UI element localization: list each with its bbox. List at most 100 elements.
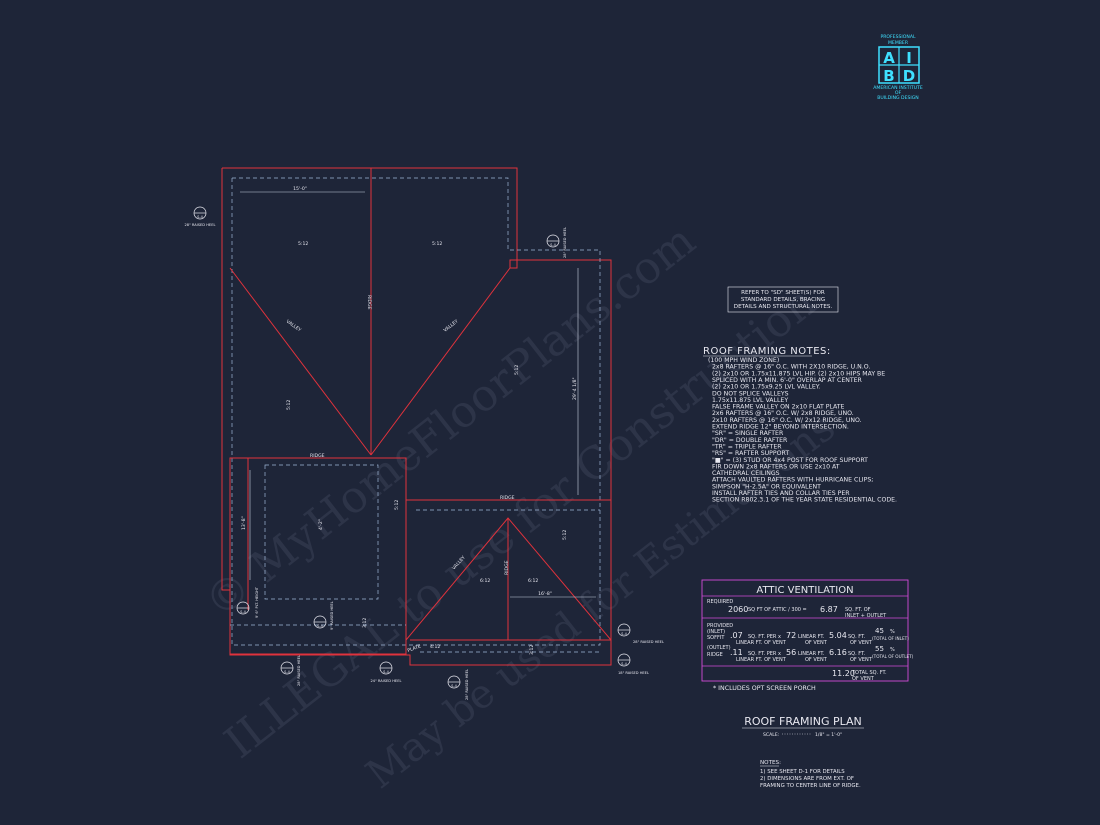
pitch-label-9: 3:12 [362,618,368,628]
framing-note-line: "RS" = RAFTER SUPPORT [712,450,789,457]
bottom-notes-title: NOTES: [760,760,781,766]
attic-ridge-rate: .11 [730,648,743,657]
pitch-label-6: 5:12 [562,530,568,540]
attic-required-label: REQUIRED [707,599,733,605]
badge-letter-b: B [883,67,894,85]
section-marker-7: S-4 28" RAISED HEEL [447,669,469,700]
attic-required-unit: SQ. FT. OF [845,607,871,613]
attic-inlet-label: (INLET) [707,629,725,635]
svg-text:9' 6" PLT. HEIGHT: 9' 6" PLT. HEIGHT [255,586,259,618]
attic-total: 11.20 [832,669,855,678]
valley-left [229,267,372,456]
framing-notes-title: ROOF FRAMING NOTES: [703,346,831,357]
attic-soffit-total-unit2: OF VENT [850,640,873,646]
framing-note-line: FALSE FRAME VALLEY ON 2x10 FLAT PLATE [712,404,845,411]
pitch-label-2: 5:12 [432,241,442,247]
valley-label-right: VALLEY [443,318,460,333]
attic-footnote: * INCLUDES OPT SCREEN PORCH [713,685,816,692]
section-marker-1: S-4 28" RAISED HEEL [185,206,216,227]
svg-text:28" RAISED HEEL: 28" RAISED HEEL [185,223,216,227]
bottom-note-3: FRAMING TO CENTER LINE OF RIDGE. [760,783,861,789]
attic-ridge-pct: 55 [875,645,884,653]
svg-text:S-4: S-4 [621,632,627,636]
framing-note-line: (100 MPH WIND ZONE) [708,357,779,364]
roof-framing-notes: ROOF FRAMING NOTES: (100 MPH WIND ZONE)2… [703,346,897,504]
badge-bottom-1: AMERICAN INSTITUTE [873,85,923,91]
aibd-badge: PROFESSIONAL MEMBER A I B D AMERICAN INS… [873,34,923,101]
framing-notes-list: (100 MPH WIND ZONE)2x8 RAFTERS @ 16" O.C… [708,357,897,504]
dim-plate-label: 4:12 [430,644,440,650]
attic-ridge-total-unit2: OF VENT [850,657,873,663]
attic-ventilation: ATTIC VENTILATION REQUIRED 2060 SQ FT OF… [701,579,914,692]
attic-soffit-total-unit: SQ. FT. [848,634,866,640]
section-marker-9: S-4 18" RAISED HEEL [617,653,649,675]
refer-note-line-1: REFER TO "SD" SHEET(S) FOR [741,290,825,296]
pitch-label-4: 5:12 [286,400,292,410]
svg-text:24" RAISED HEEL: 24" RAISED HEEL [371,679,402,683]
framing-note-line: 2x6 RAFTERS @ 16" O.C. W/ 2x8 RIDGE, UNO… [712,409,854,417]
attic-soffit-unit2: OF VENT [805,640,828,646]
ridge-label-lower: RIDGE [500,495,515,501]
bottom-notes: NOTES: 1) SEE SHEET D-1 FOR DETAILS 2) D… [760,760,861,789]
valley-label-left: VALLEY [285,319,302,334]
framing-note-line: (2) 2x10 OR 1.75x11.875 LVL HIP. (2) 2x1… [712,370,885,377]
pitch-label-1: 5:12 [298,241,308,247]
attic-title: ATTIC VENTILATION [756,585,853,596]
dim-top-label: 15'-0" [293,186,307,192]
attic-soffit-total: 5.04 [829,631,847,640]
section-marker-4: S-4 9" RAISED HEEL [313,601,334,630]
svg-text:28" RAISED HEEL: 28" RAISED HEEL [633,640,664,644]
section-markers: S-4 28" RAISED HEEL S-4 28" RAISED HEEL … [185,206,664,700]
pitch-label-7: 6:12 [480,578,490,584]
badge-letter-d: D [903,67,915,85]
svg-text:S-4: S-4 [621,662,627,666]
attic-required-attic: 2060 [728,605,748,614]
attic-total-unit2: OF VENT [852,676,875,682]
dim-right-label: 29'-4 1/8" [572,377,578,400]
svg-text:S-4: S-4 [383,670,389,674]
roof-plan [221,167,612,666]
badge-letter-a: A [883,49,895,67]
badge-bottom-3: BUILDING DESIGN [877,95,918,101]
attic-soffit-unit: LINEAR FT. [798,634,825,640]
ridge-label-gable: RIDGE [504,560,510,575]
attic-ridge-unit2: OF VENT [805,657,828,663]
ridge-label-main: RIDGE [366,295,372,310]
framing-note-line: 1.75x11.875 LVL VALLEY [712,397,788,404]
framing-note-line: SPLICED WITH A MIN. 6'-0" OVERLAP AT CEN… [712,377,863,384]
attic-soffit-rate: .07 [730,631,743,640]
svg-text:S-4: S-4 [451,684,457,688]
svg-text:S-4: S-4 [317,624,323,628]
attic-pct-unit-1: % [890,629,895,635]
framing-note-line: FIR DOWN 2x8 RAFTERS OR USE 2x10 AT [712,463,840,470]
svg-text:28" RAISED HEEL: 28" RAISED HEEL [297,655,301,686]
badge-top: PROFESSIONAL [880,34,916,40]
pitch-label-3: 5:12 [514,365,520,375]
framing-note-line: INSTALL RAFTER TIES AND COLLAR TIES PER [712,490,850,497]
attic-total-unit: TOTAL SQ. FT. [851,670,887,676]
svg-text:18" RAISED HEEL: 18" RAISED HEEL [618,671,649,675]
dim-small-label: 4'-2" [318,519,324,530]
attic-pct-unit-2: % [890,647,895,653]
attic-ridge-total-unit: SQ. FT. [848,651,866,657]
attic-soffit-pct: 45 [875,627,884,635]
attic-table-frame [701,579,909,682]
attic-required-result: 6.87 [820,605,838,614]
framing-note-line: EXTEND RIDGE 12" BEYOND INTERSECTION. [712,424,849,431]
attic-soffit-mid2: LINEAR FT. OF VENT [736,640,787,646]
svg-text:S-4: S-4 [284,670,290,674]
framing-note-line: DO NOT SPLICE VALLEYS [712,390,789,397]
framing-note-line: 2x8 RAFTERS @ 16" O.C. WITH 2X10 RIDGE, … [712,363,870,371]
section-marker-5: S-4 28" RAISED HEEL [280,655,301,686]
badge-top2: MEMBER [888,40,909,46]
framing-note-line: CATHEDRAL CEILINGS [712,470,780,477]
refer-note: REFER TO "SD" SHEET(S) FOR STANDARD DETA… [727,286,839,313]
attic-soffit-label: SOFFIT [707,635,725,641]
attic-ridge-mid2: LINEAR FT. OF VENT [736,657,787,663]
ridge-label-left-wing: RIDGE [310,453,325,459]
svg-text:9" RAISED HEEL: 9" RAISED HEEL [330,601,334,630]
wall-dashed [231,177,601,646]
scale-value: 1/8" = 1'-0" [815,732,842,738]
valley-right [370,267,511,456]
svg-text:28" RAISED HEEL: 28" RAISED HEEL [563,227,567,258]
